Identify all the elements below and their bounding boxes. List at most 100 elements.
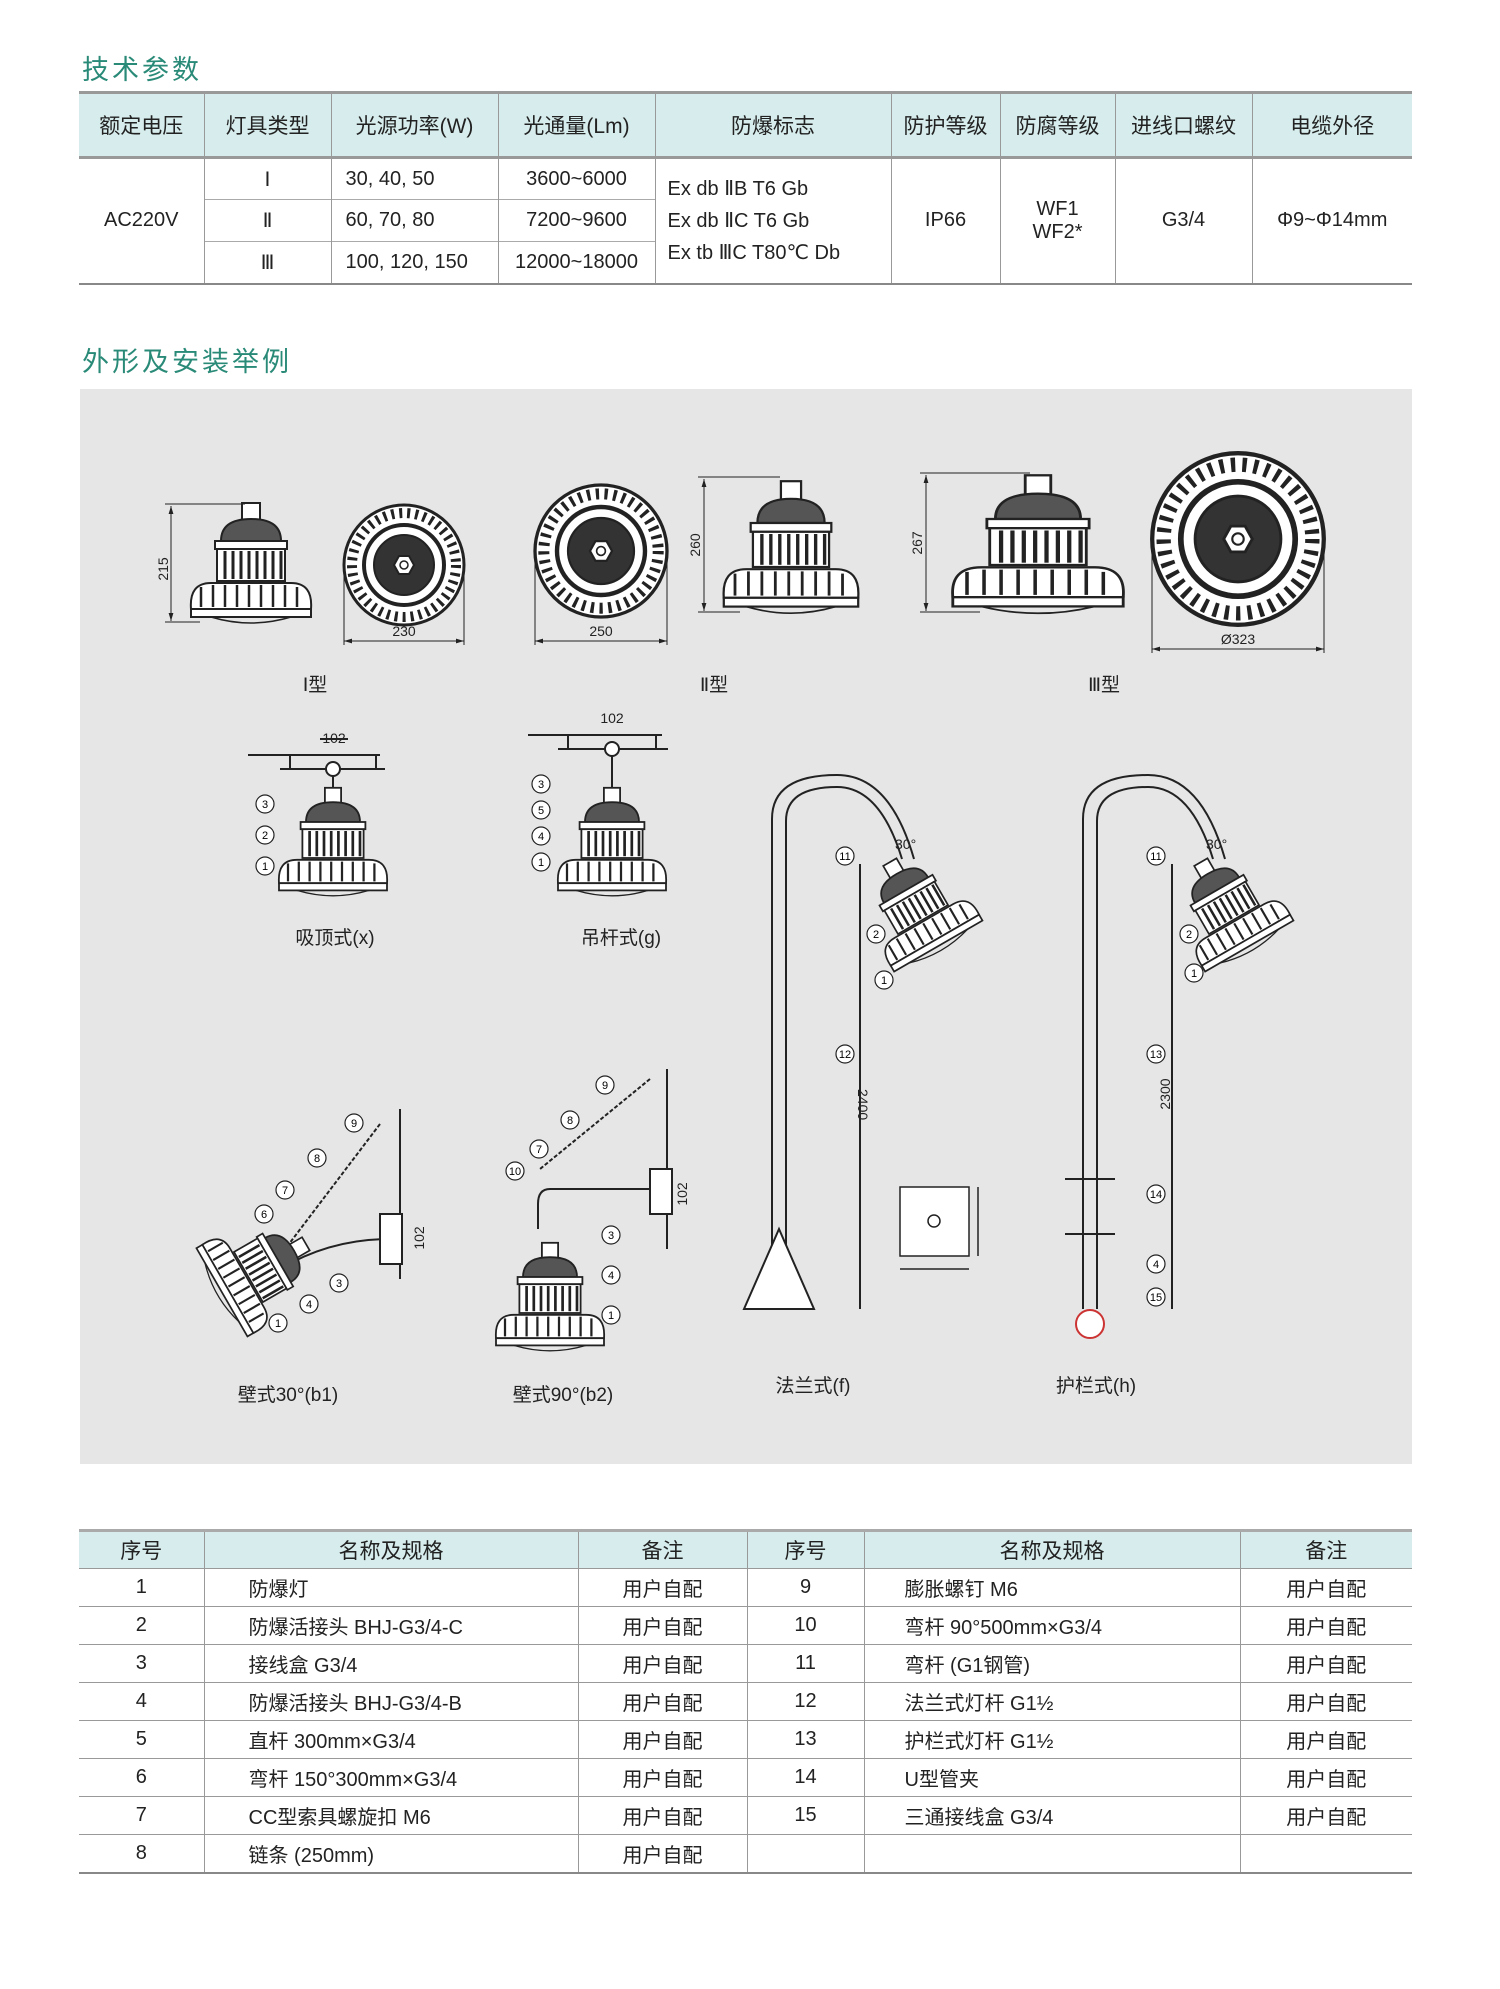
part-note: 用户自配 [577,1644,747,1683]
callout-h: 14 [1146,1184,1166,1204]
type2-label: Ⅱ型 [700,674,728,696]
dim-x-102: 102 [322,730,346,746]
part-name: 防爆活接头 BHJ-G3/4-B [203,1682,578,1721]
dim-b2-102: 102 [674,1182,690,1206]
callout-number: 3 [538,779,544,791]
part-name: 弯杆 (G1钢管) [863,1644,1240,1683]
type-cell: Ⅲ [203,241,331,284]
dim-h-height: 2300 [1157,1078,1173,1109]
dim-type3-height: 267 [909,531,925,555]
part-number: 4 [79,1682,204,1721]
type2-side-view [721,479,861,615]
callout-number: 10 [509,1166,521,1178]
part-name: 法兰式灯杆 G1½ [863,1682,1240,1721]
callout-number: 1 [608,1310,614,1322]
callout-number: 11 [839,851,850,863]
power-cell: 30, 40, 50 [330,157,498,200]
mount-label-x: 吸顶式(x) [295,927,374,949]
part-note: 用户自配 [577,1720,747,1759]
install-section-title: 外形及安装举例 [82,347,292,377]
part-note: 用户自配 [577,1606,747,1645]
header-cell: 名称及规格 [203,1530,578,1569]
header-cell: 光通量(Lm) [497,92,655,158]
type-cell: Ⅰ [203,157,331,200]
callout-number: 2 [262,830,268,842]
callout-number: 3 [608,1230,614,1242]
flange-mount-lamp [844,835,987,978]
ceiling-mount-lamp [277,786,389,898]
ex-mark: Ex tb ⅢC T80℃ Db [667,241,841,264]
dim-g-102: 102 [600,710,624,726]
callout-f: 1 [874,970,894,990]
callout-number: 3 [336,1278,342,1290]
type3-side-view [953,475,1124,613]
callout-number: 5 [538,805,544,817]
callout-b1: 9 [344,1113,364,1133]
callout-g: 3 [531,774,551,794]
part-note: 用户自配 [577,1796,747,1835]
callout-x: 3 [255,794,275,814]
part-name: 三通接线盒 G3/4 [863,1796,1240,1835]
callout-h: 11 [1146,846,1166,866]
part-name: 弯杆 150°300mm×G3/4 [203,1758,578,1797]
part-name: 膨胀螺钉 M6 [863,1568,1240,1607]
callout-b1: 7 [275,1180,295,1200]
part-name: CC型索具螺旋扣 M6 [203,1796,578,1835]
callout-h: 15 [1146,1287,1166,1307]
cable-cell: Φ9~Φ14mm [1251,157,1412,284]
callout-h: 1 [1184,963,1204,983]
part-number: 5 [79,1720,204,1759]
type3-label: Ⅲ型 [1088,674,1120,696]
callout-number: 2 [873,929,879,941]
callout-b2: 10 [505,1161,525,1181]
part-name [863,1834,1240,1873]
callout-number: 4 [608,1270,614,1282]
part-number: 15 [746,1796,864,1835]
type3-top-view [1152,453,1324,625]
part-name: 弯杆 90°500mm×G3/4 [863,1606,1240,1645]
mount-label-b2: 壁式90°(b2) [513,1384,614,1406]
callout-number: 4 [1153,1259,1159,1271]
callout-number: 1 [538,857,544,869]
part-note: 用户自配 [577,1682,747,1721]
callout-number: 6 [261,1209,267,1221]
thread-cell: G3/4 [1114,157,1252,284]
callout-b1: 4 [299,1294,319,1314]
flux-cell: 12000~18000 [497,241,655,284]
part-note: 用户自配 [577,1758,747,1797]
part-number [746,1834,864,1873]
dim-b1-102: 102 [411,1226,427,1250]
mount-label-g: 吊杆式(g) [581,927,661,949]
header-cell: 备注 [1239,1530,1412,1569]
part-name: 防爆灯 [203,1568,578,1607]
part-number: 12 [746,1682,864,1721]
part-number: 6 [79,1758,204,1797]
part-name: 护栏式灯杆 G1½ [863,1720,1240,1759]
callout-b1: 1 [268,1313,288,1333]
header-cell: 防腐等级 [999,92,1115,158]
callout-number: 2 [1186,929,1192,941]
dim-type2-diameter: 250 [589,623,613,639]
callout-number: 12 [839,1049,851,1061]
part-number: 8 [79,1834,204,1873]
callout-number: 14 [1150,1189,1162,1201]
callout-number: 9 [351,1118,357,1130]
pendant-mount-lamp [556,786,668,898]
voltage-cell: AC220V [79,157,204,284]
wall90-mount-lamp [494,1241,606,1353]
header-cell: 备注 [577,1530,747,1569]
ex-mark: Ex db ⅡC T6 Gb [667,209,810,232]
header-cell: 序号 [79,1530,204,1569]
callout-number: 7 [536,1144,542,1156]
part-name: U型管夹 [863,1758,1240,1797]
mount-label-b1: 壁式30°(b1) [238,1384,339,1406]
dim-type1-height: 215 [155,557,171,581]
part-note: 用户自配 [1239,1568,1412,1607]
ip-cell: IP66 [890,157,1000,284]
header-cell: 序号 [746,1530,864,1569]
callout-h: 4 [1146,1254,1166,1274]
type2-top-view [535,485,667,617]
